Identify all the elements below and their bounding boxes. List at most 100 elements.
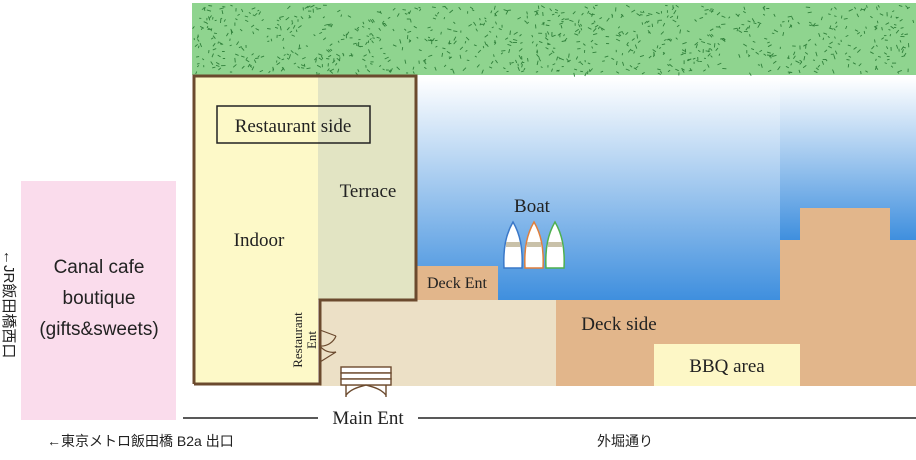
tree-dash xyxy=(537,5,540,10)
tree-dash xyxy=(551,50,555,54)
tree-dash xyxy=(212,48,217,51)
tree-dash xyxy=(208,15,212,19)
tree-dash xyxy=(793,55,796,59)
tree-dash xyxy=(505,10,509,15)
tree-dash xyxy=(556,56,559,61)
tree-dash xyxy=(574,28,579,33)
tree-dash xyxy=(281,66,286,71)
tree-dash xyxy=(821,60,825,65)
tree-dash xyxy=(517,16,522,20)
tree-dash xyxy=(257,9,260,12)
tree-dash xyxy=(342,34,346,37)
tree-dash xyxy=(871,45,875,50)
tree-dash xyxy=(711,33,714,37)
tree-dash xyxy=(279,15,284,18)
tree-dash xyxy=(627,48,632,53)
tree-dash xyxy=(578,24,581,28)
tree-dash xyxy=(581,12,584,16)
tree-dash xyxy=(780,24,782,27)
tree-dash xyxy=(329,70,334,74)
tree-dash xyxy=(356,26,360,30)
tree-dash xyxy=(799,61,803,65)
tree-dash xyxy=(294,52,299,56)
tree-dash xyxy=(255,28,260,31)
tree-dash xyxy=(302,56,306,60)
tree-dash xyxy=(316,64,322,68)
tree-dash xyxy=(686,58,690,61)
tree-dash xyxy=(695,43,698,49)
tree-dash xyxy=(793,51,796,56)
tree-dash xyxy=(392,44,397,47)
tree-dash xyxy=(434,14,438,17)
tree-dash xyxy=(823,32,828,35)
tree-dash xyxy=(856,32,861,35)
tree-dash xyxy=(771,32,775,35)
tree-dash xyxy=(844,52,848,55)
tree-dash xyxy=(196,65,200,68)
tree-dash xyxy=(578,30,581,34)
tree-dash xyxy=(818,33,821,38)
tree-dash xyxy=(517,66,520,71)
tree-dash xyxy=(291,22,294,25)
tree-dash xyxy=(588,69,591,72)
tree-dash xyxy=(318,57,323,61)
terrace-label: Terrace xyxy=(340,181,397,202)
tree-dash xyxy=(281,58,285,61)
tree-dash xyxy=(413,25,418,29)
tree-dash xyxy=(306,67,311,70)
tree-dash xyxy=(666,15,669,18)
deck-entrance-area xyxy=(416,266,498,300)
tree-dash xyxy=(332,60,336,64)
tree-dash xyxy=(661,43,666,46)
tree-dash xyxy=(371,40,374,44)
tree-dash xyxy=(662,51,665,55)
tree-dash xyxy=(407,11,410,14)
tree-dash xyxy=(828,27,834,30)
tree-dash xyxy=(807,38,811,42)
tree-dash xyxy=(546,31,550,35)
deck-right-block xyxy=(780,240,916,386)
tree-dash xyxy=(252,31,255,35)
tree-dash xyxy=(682,41,687,45)
tree-dash xyxy=(237,13,240,16)
tree-dash xyxy=(241,47,245,51)
tree-dash xyxy=(250,24,255,28)
tree-dash xyxy=(860,71,862,75)
tree-dash xyxy=(370,19,374,24)
tree-dash xyxy=(890,25,895,29)
tree-dash xyxy=(597,26,601,30)
tree-dash xyxy=(848,55,852,58)
tree-dash xyxy=(618,32,622,37)
tree-dash xyxy=(342,54,345,57)
tree-dash xyxy=(560,12,565,14)
tree-dash xyxy=(709,34,713,38)
tree-dash xyxy=(791,16,794,21)
tree-dash xyxy=(503,9,508,12)
tree-dash xyxy=(876,6,878,11)
tree-dash xyxy=(427,26,431,29)
tree-dash xyxy=(631,9,636,13)
tree-dash xyxy=(874,26,878,30)
tree-dash xyxy=(554,11,558,14)
tree-dash xyxy=(446,51,451,54)
tree-dash xyxy=(449,9,454,14)
tree-dash xyxy=(379,47,383,50)
tree-dash xyxy=(248,12,251,14)
tree-dash xyxy=(512,38,518,41)
tree-dash xyxy=(453,40,457,45)
tree-dash xyxy=(342,52,345,55)
tree-dash xyxy=(558,56,561,60)
tree-dash xyxy=(636,34,638,39)
tree-dash xyxy=(875,66,879,70)
tree-dash xyxy=(352,42,357,45)
tree-dash xyxy=(538,40,543,44)
tree-dash xyxy=(795,60,800,64)
tree-dash xyxy=(477,49,482,54)
tree-dash xyxy=(580,70,583,73)
tree-dash xyxy=(707,64,710,68)
tree-dash xyxy=(606,17,610,22)
tree-dash xyxy=(314,57,318,61)
tree-dash xyxy=(509,40,513,44)
tree-dash xyxy=(626,44,629,47)
tree-dash xyxy=(757,23,761,28)
